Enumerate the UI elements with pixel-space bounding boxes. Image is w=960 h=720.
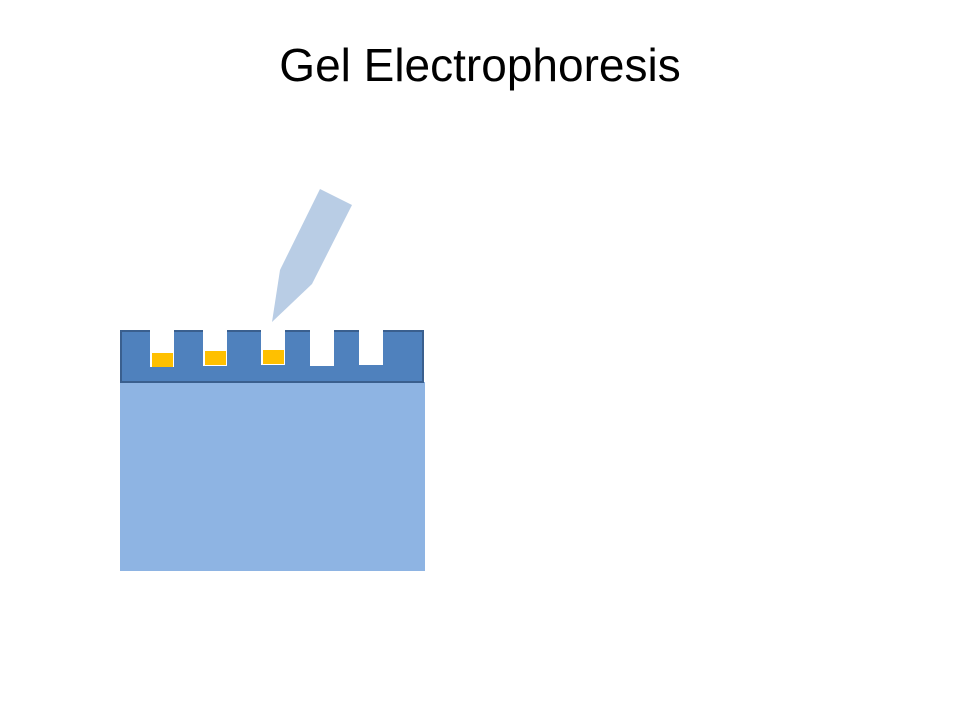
well-5: [359, 330, 383, 365]
sample-band-2: [205, 351, 226, 365]
slide-title: Gel Electrophoresis: [279, 39, 681, 91]
sample-band-3: [263, 350, 284, 364]
pipette-tip: [272, 189, 352, 322]
well-4: [310, 330, 334, 366]
gel-body: [120, 382, 425, 571]
sample-band-1: [152, 353, 173, 367]
